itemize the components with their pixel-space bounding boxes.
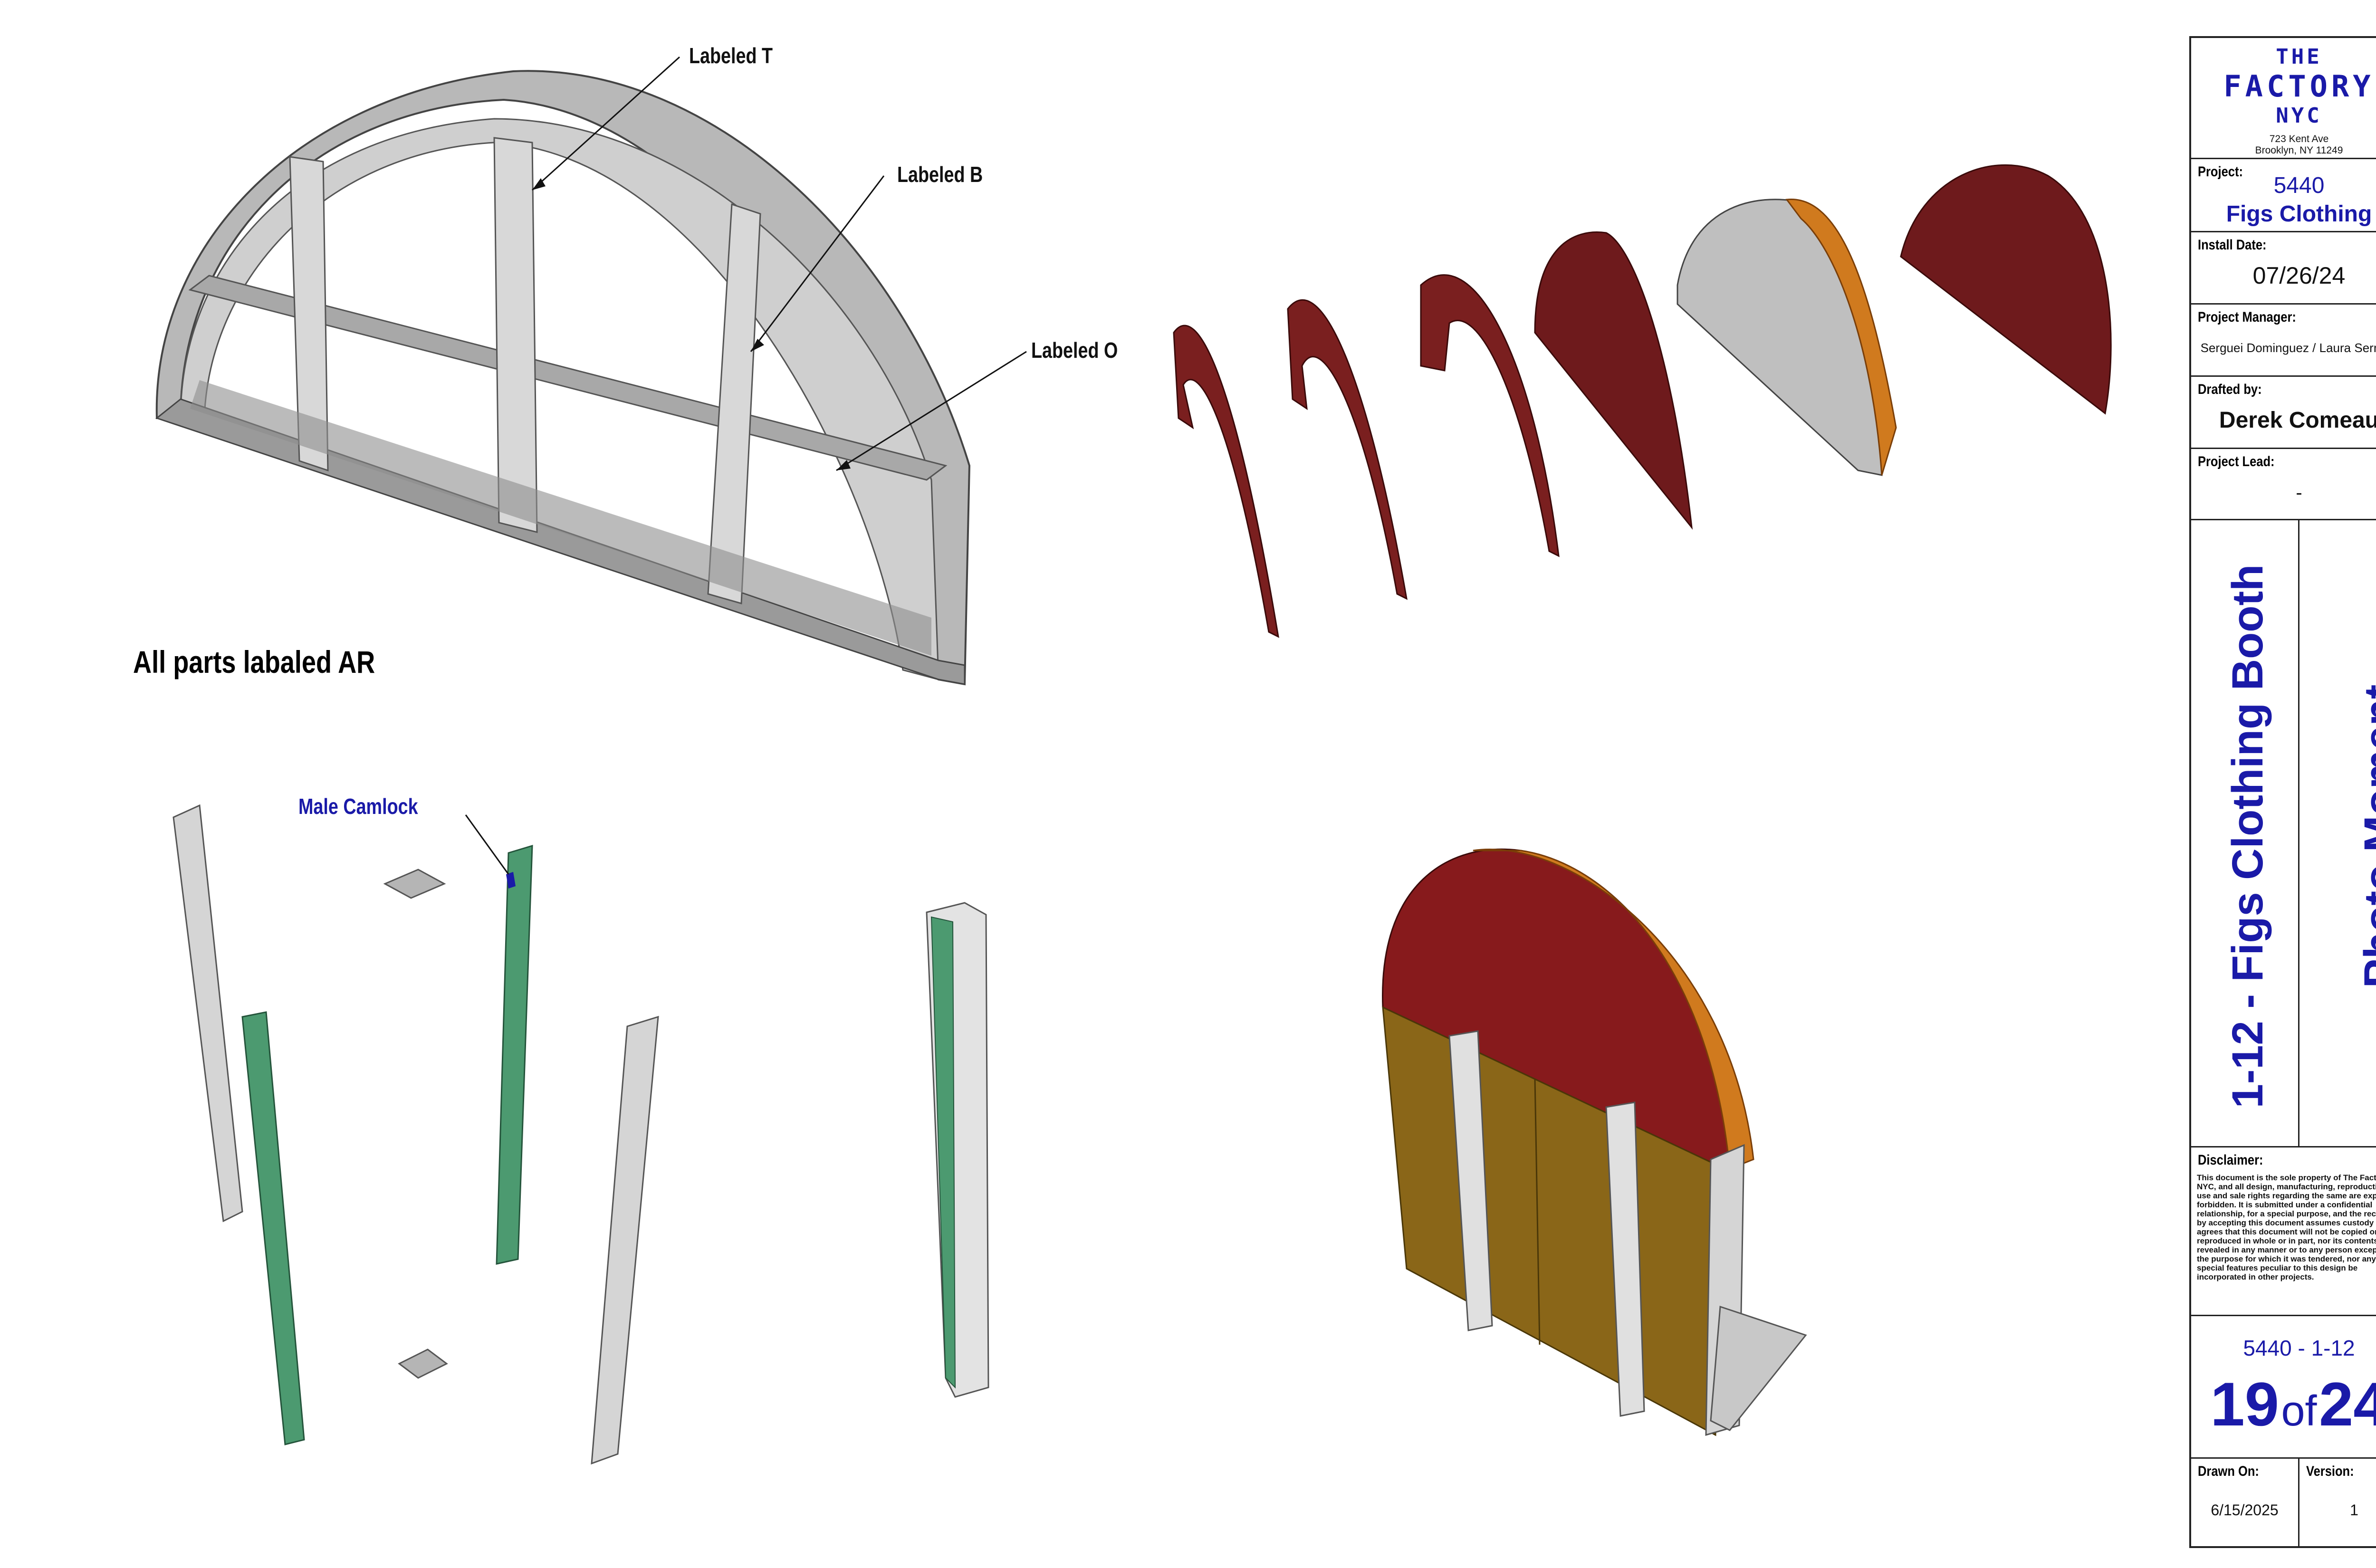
arch-back-panel [1900,164,2112,415]
drawn-on-cell: Drawn On: 6/15/2025 [2191,1459,2298,1548]
logo-line-2: FACTORY [2223,69,2375,104]
drafted-by-cell: Drafted by: Derek Comeau [2191,377,2376,449]
callout-male-camlock: Male Camlock [298,794,418,819]
version-cell: Version: 1 [2299,1459,2376,1548]
leader-labeled-o [836,351,1027,471]
project-lead-caption: Project Lead: [2198,454,2275,469]
tall-post-green-face [930,916,956,1389]
logo-line-3: NYC [2276,104,2322,128]
callout-labeled-b: Labeled B [897,162,983,187]
project-lead-value: - [2296,482,2302,503]
arch-middle-shelf [188,275,948,481]
mini-arch-edge [1785,199,1897,476]
address-city: Brooklyn, NY 11249 [2255,145,2343,156]
assembled-floor [1710,1305,1807,1431]
disclaimer-caption: Disclaimer: [2198,1152,2263,1168]
disclaimer-cell: Disclaimer: This document is the sole pr… [2191,1147,2376,1316]
project-manager-value: Serguei Dominguez / Laura Serman [2200,341,2376,355]
arch-shelf-view [155,56,1027,686]
sheet-total: 24 [2319,1369,2376,1439]
leader-labeled-b [750,175,885,352]
grey-panel-2 [591,1015,659,1465]
callout-labeled-t: Labeled T [689,43,773,68]
connector-plate-2 [398,1348,448,1379]
sheet-count: 19 of 24 [2191,1368,2376,1440]
install-date-caption: Install Date: [2198,237,2267,253]
arch-layer-3 [1420,274,1560,557]
connector-plate-1 [383,869,446,899]
drawn-on-version-cell: Drawn On: 6/15/2025 Version: 1 [2191,1459,2376,1548]
drafted-by-caption: Drafted by: [2198,382,2262,397]
factory-logo: THE FACTORY NYC 723 Kent Ave Brooklyn, N… [2191,45,2376,156]
project-name: Figs Clothing [2226,201,2372,227]
sheet-current: 19 [2210,1369,2280,1439]
drawing-views [155,56,2112,1465]
arch-lower-cell [190,380,931,656]
install-date-value: 07/26/24 [2252,262,2346,289]
arch-face-panel [1534,231,1693,530]
callout-labeled-o: Labeled O [1031,338,1118,363]
green-panel-1 [241,1011,305,1445]
project-caption: Project: [2198,164,2243,180]
project-cell: Project: 5440 Figs Clothing [2191,159,2376,232]
assembled-arch-edge [1473,849,1754,1170]
arch-layer-2 [1287,299,1408,600]
version-caption: Version: [2306,1463,2354,1479]
male-camlock-marker [506,872,516,889]
arch-divider-3 [707,203,761,604]
title-block: THE FACTORY NYC 723 Kent Ave Brooklyn, N… [2189,36,2376,1548]
drawn-on-caption: Drawn On: [2198,1463,2259,1479]
arch-layer-1 [1173,325,1279,638]
project-manager-caption: Project Manager: [2198,309,2296,325]
version-value: 1 [2350,1501,2358,1519]
install-date-cell: Install Date: 07/26/24 [2191,232,2376,305]
logo-cell: THE FACTORY NYC 723 Kent Ave Brooklyn, N… [2191,38,2376,159]
address-street: 723 Kent Ave [2269,134,2329,144]
mini-arch-shelf [1677,199,1883,476]
project-lead-cell: Project Lead: - [2191,449,2376,520]
logo-line-1: THE [2276,45,2322,69]
arch-base [155,398,966,685]
sheet-title: 1-12 - Figs Clothing Booth [2223,564,2272,1109]
leader-labeled-t [531,56,680,191]
exploded-arch-view [1173,164,2112,638]
leader-male-camlock [465,814,509,875]
arch-divider-2 [493,137,538,533]
drafted-by-value: Derek Comeau [2219,408,2376,433]
project-number: 5440 [2273,173,2325,198]
grey-panel-1 [172,804,243,1223]
sheet-subtitle: Photo Moment [2356,684,2376,988]
assembled-view [1382,848,1807,1436]
exploded-posts-view [172,804,989,1465]
arch-divider-1 [289,156,329,472]
project-manager-cell: Project Manager: Serguei Dominguez / Lau… [2191,305,2376,377]
note-all-parts: All parts labaled AR [133,644,375,679]
disclaimer-text: This document is the sole property of Th… [2197,1173,2376,1281]
assembled-post-1 [1448,1030,1493,1331]
sheet-of-word: of [2281,1387,2317,1435]
sheet-number-cell: 5440 - 1-12 19 of 24 [2191,1316,2376,1459]
green-panel-2 [496,844,533,1265]
drawn-on-value: 6/15/2025 [2211,1501,2279,1519]
assembled-post-2 [1605,1101,1645,1417]
sheet-reference: 5440 - 1-12 [2243,1336,2355,1360]
sheet-title-cell: 1-12 - Figs Clothing Booth Photo Moment [2191,520,2376,1147]
